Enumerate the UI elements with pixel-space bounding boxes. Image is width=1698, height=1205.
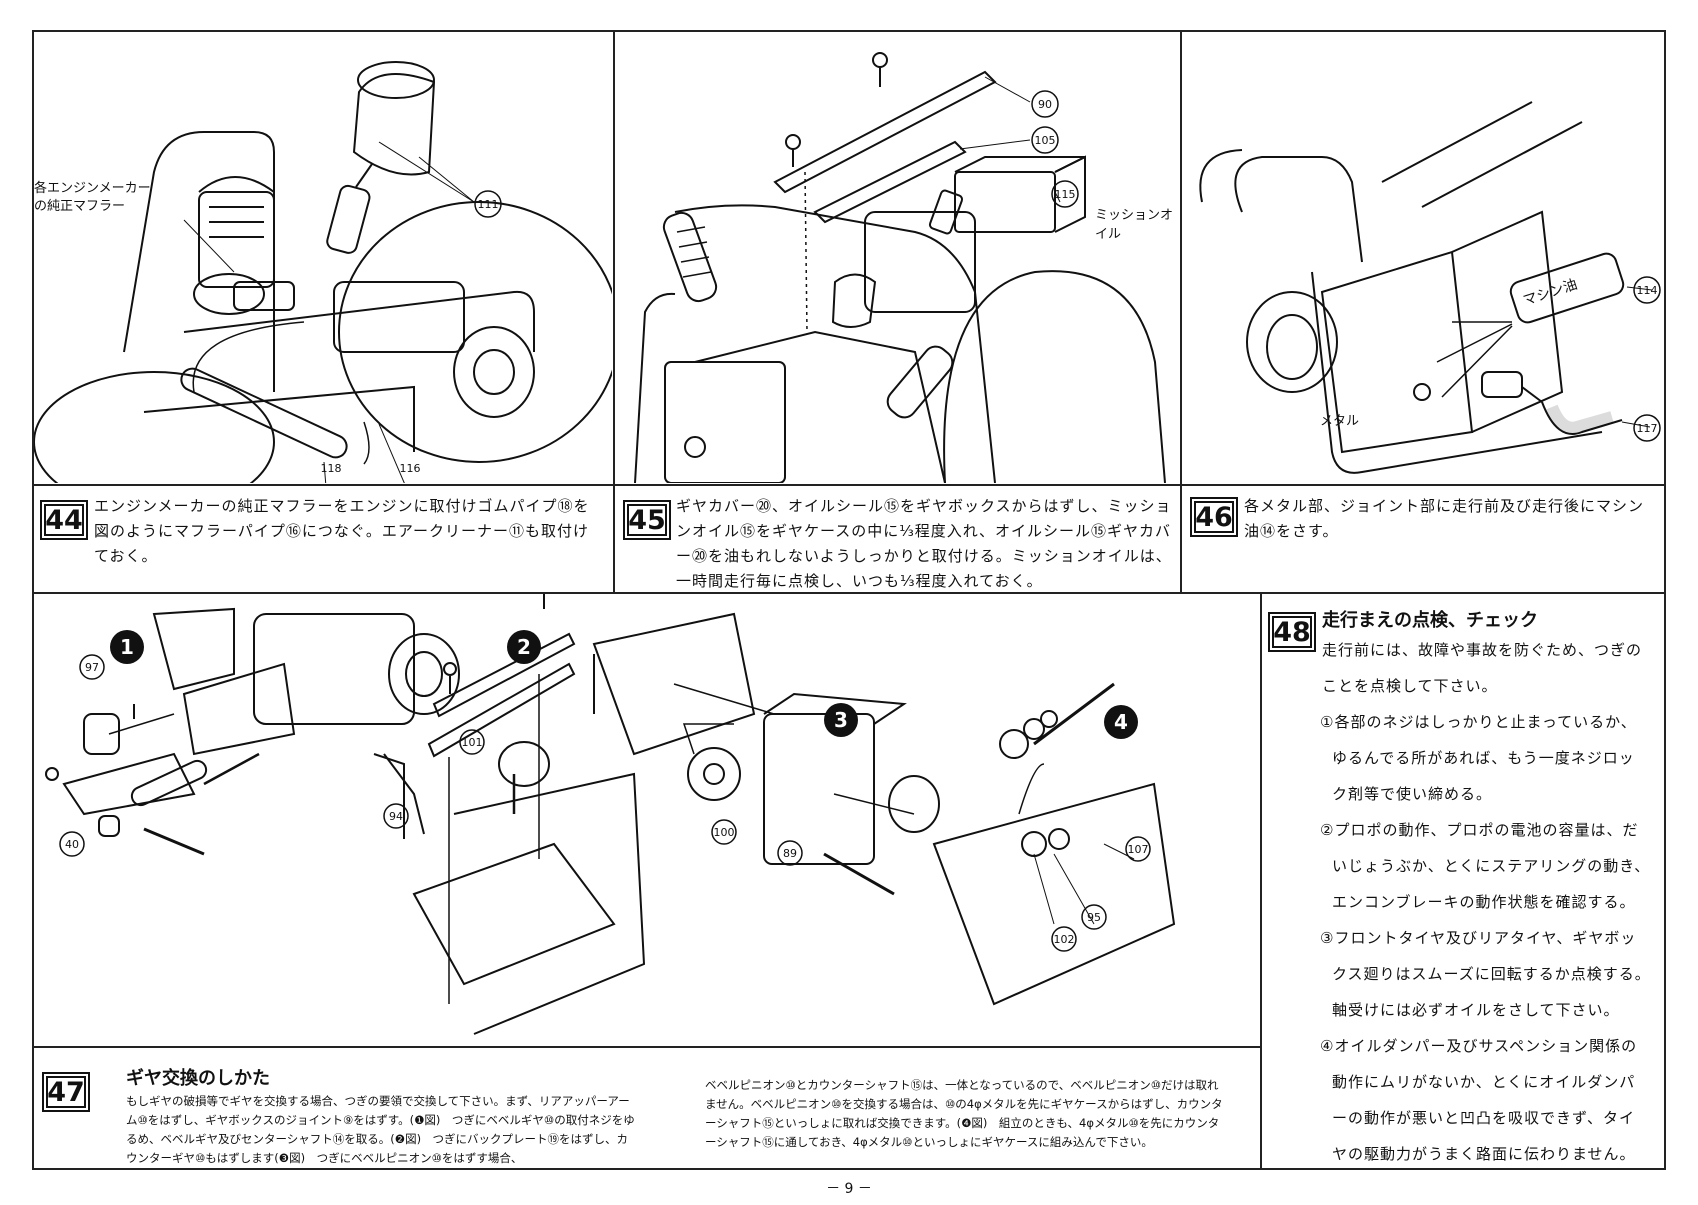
step45-illustration: 90 105 115 ミッションオイル	[615, 32, 1179, 483]
sub-figure-2-marker: 2	[507, 630, 541, 664]
check-item-2-line-3: エンコンブレーキの動作状態を確認する。	[1332, 893, 1636, 911]
callout-100: 100	[714, 826, 735, 839]
callout-metal: メタル	[1320, 414, 1360, 429]
callout-115: 115	[1055, 188, 1076, 201]
check-item-2-line-1: ②プロポの動作、プロポの電池の容量は、だ	[1320, 821, 1639, 839]
sub-figure-4-marker: 4	[1104, 705, 1138, 739]
callout-111: 111	[478, 198, 499, 211]
callout-102: 102	[1054, 933, 1075, 946]
step45-text: ギヤカバー⑳、オイルシール⑮をギヤボックスからはずし、ミッションオイル⑮をギヤケ…	[676, 497, 1172, 590]
callout-107: 107	[1128, 843, 1149, 856]
step-number-44: 44	[40, 500, 88, 540]
step-number-45: 45	[623, 500, 671, 540]
callout-105: 105	[1035, 134, 1056, 147]
callout-89: 89	[783, 847, 797, 860]
callout-97: 97	[85, 661, 99, 674]
sub-figure-3-marker: 3	[824, 703, 858, 737]
step47-illustration: 97 40 94 101 100 89 107 102 95	[34, 594, 1259, 1045]
step46-illustration: 114 117 マシン油 メタル	[1182, 32, 1664, 483]
callout-muffler-label: 各エンジンメーカー の純正マフラー	[34, 181, 151, 214]
page-frame	[32, 30, 1666, 1170]
check-item-3-line-3: 軸受けには必ずオイルをさして下さい。	[1332, 1001, 1620, 1019]
check-item-1-line-2: ゆるんでる所があれば、もう一度ネジロッ	[1332, 749, 1635, 767]
step-number-46: 46	[1190, 497, 1238, 537]
check-item-4-line-2: 動作にムリがないか、とくにオイルダンパ	[1332, 1073, 1636, 1091]
check-item-4-line-4: ヤの駆動力がうまく路面に伝わりません。	[1332, 1145, 1636, 1163]
callout-101: 101	[462, 736, 483, 749]
step47-text-right: ベベルピニオン⑩とカウンターシャフト⑮は、一体となっているので、ベベルピニオン⑩…	[705, 1078, 1223, 1149]
page-number: － 9 －	[826, 1181, 872, 1197]
step48-intro-2: ことを点検して下さい。	[1322, 677, 1498, 695]
check-item-1-line-3: ク剤等で使い締める。	[1332, 785, 1493, 803]
step44-illustration: 111 各エンジンメーカー の純正マフラー	[34, 32, 612, 483]
divider-top-bottom	[32, 592, 1666, 594]
callout-95: 95	[1087, 911, 1101, 924]
callout-116: 116	[399, 462, 421, 475]
check-item-1-line-1: ①各部のネジはしっかりと止まっているか、	[1320, 713, 1637, 731]
step47-title: ギヤ交換のしかた	[126, 1068, 270, 1089]
divider-47-text	[32, 1046, 1260, 1048]
check-item-2-line-2: いじょうぶか、とくにステアリングの動き、	[1332, 857, 1651, 875]
step48-intro: 走行前には、故障や事故を防ぐため、つぎの	[1322, 641, 1643, 659]
divider-44-45	[613, 30, 615, 593]
step47-text-left: もしギヤの破損等でギヤを交換する場合、つぎの要領で交換して下さい。まず、リアアッ…	[126, 1094, 635, 1165]
step46-text: 各メタル部、ジョイント部に走行前及び走行後にマシン油⑭をさす。	[1244, 497, 1645, 540]
divider-top-illustrations	[32, 484, 1666, 486]
divider-45-46	[1180, 30, 1182, 593]
step44-text: エンジンメーカーの純正マフラーをエンジンに取付けゴムパイプ⑱を図のようにマフラー…	[94, 497, 590, 565]
step48-title: 走行まえの点検、チェック	[1322, 610, 1538, 631]
callout-mission-oil: ミッションオイル	[1095, 208, 1174, 242]
check-item-4-line-1: ④オイルダンパー及びサスペンション関係の	[1320, 1037, 1638, 1055]
check-item-3-line-2: クス廻りはスムーズに回転するか点検する。	[1332, 965, 1651, 983]
sub-figure-1-marker: 1	[110, 630, 144, 664]
divider-47-48	[1260, 592, 1262, 1170]
callout-114: 114	[1637, 284, 1658, 297]
callout-118: 118	[320, 462, 342, 475]
callout-94: 94	[389, 810, 403, 823]
check-item-4-line-3: ーの動作が悪いと凹凸を吸収できず、タイ	[1332, 1109, 1635, 1127]
step-number-47: 47	[42, 1072, 90, 1112]
step-number-48: 48	[1268, 612, 1316, 652]
check-item-3-line-1: ③フロントタイヤ及びリアタイヤ、ギヤボッ	[1320, 929, 1637, 947]
callout-40: 40	[65, 838, 79, 851]
callout-117: 117	[1637, 422, 1658, 435]
callout-90: 90	[1038, 98, 1052, 111]
